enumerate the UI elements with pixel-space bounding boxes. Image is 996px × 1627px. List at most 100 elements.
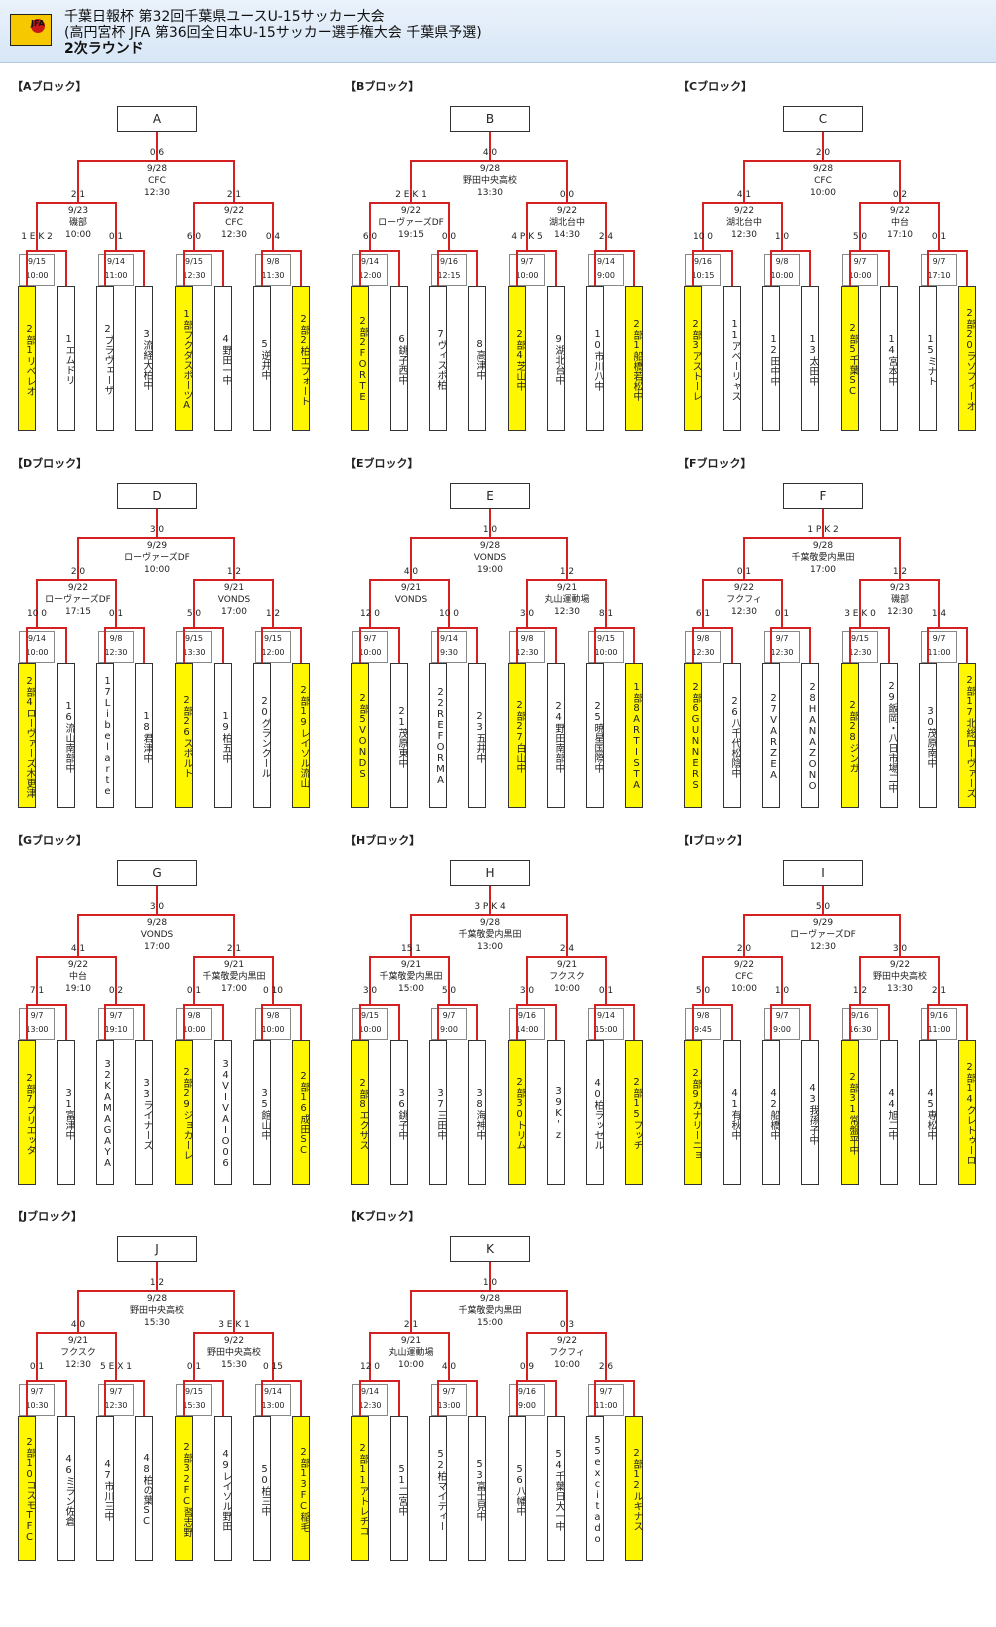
bracket-line <box>566 914 568 958</box>
semi-venue: 湖北台中 <box>725 218 763 228</box>
bracket-line <box>448 956 450 1006</box>
team-4: 33ライナーズ <box>135 1040 153 1185</box>
bracket-line <box>143 1380 145 1416</box>
team-1: 2部2FORTE <box>351 286 369 431</box>
bracket-line <box>516 1004 518 1040</box>
semi-score: 4 0 <box>403 567 419 577</box>
bracket-line <box>594 250 596 286</box>
bracket-line <box>398 1004 400 1040</box>
r1-date: 9/7 <box>30 1011 44 1020</box>
bracket-line <box>233 160 235 204</box>
bracket-line <box>398 1380 400 1416</box>
bracket-line <box>744 160 900 162</box>
bracket-line <box>633 1004 635 1040</box>
bracket-line <box>438 250 477 252</box>
r1-time: 9:30 <box>440 648 458 657</box>
r1-time: 12:15 <box>437 271 461 280</box>
r1-time: 10:30 <box>25 1401 49 1410</box>
bracket-line <box>771 250 810 252</box>
bracket-line <box>184 250 223 252</box>
semi-time: 17:10 <box>887 230 913 240</box>
bracket-line <box>156 509 158 539</box>
team-2: 26八千代松陰中 <box>723 663 741 808</box>
team-2: 6銚子西中 <box>390 286 408 431</box>
final-time: 15:30 <box>144 1318 170 1328</box>
bracket-line <box>36 956 38 1006</box>
bracket-line <box>26 1004 28 1040</box>
semi-time: 19:15 <box>398 230 424 240</box>
team-6: 14宮本中 <box>880 286 898 431</box>
final-date: 9/29 <box>812 918 834 928</box>
r1-date: 9/8 <box>266 1011 280 1020</box>
bracket-line <box>526 1332 528 1382</box>
semi-date: 9/21 <box>400 1336 422 1346</box>
r1-score: 0 1 <box>774 609 790 619</box>
bracket-line <box>489 509 491 539</box>
bracket-line <box>438 627 477 629</box>
bracket-line <box>966 627 968 663</box>
semi-time: 13:30 <box>887 984 913 994</box>
bracket-line <box>105 1004 144 1006</box>
bracket-line <box>26 250 28 286</box>
bracket-line <box>781 956 783 1006</box>
bracket-line <box>516 627 518 663</box>
semi-time: 12:30 <box>221 230 247 240</box>
bracket-line <box>859 579 861 629</box>
bracket-line <box>927 627 929 663</box>
final-date: 9/28 <box>479 164 501 174</box>
bracket-line <box>489 132 491 162</box>
bracket-line <box>105 627 144 629</box>
block-label: 【Iブロック】 <box>678 834 749 847</box>
bracket-line <box>860 956 939 958</box>
team-1: 2部3アストーレ <box>684 286 702 431</box>
r1-time: 12:30 <box>104 1401 128 1410</box>
r1-date: 9/15 <box>361 1011 379 1020</box>
semi-score: 2 4 <box>559 944 575 954</box>
final-time: 13:00 <box>477 942 503 952</box>
r1-date: 9/15 <box>597 634 615 643</box>
semi-date: 9/23 <box>889 583 911 593</box>
r1-score: 5 0 <box>186 609 202 619</box>
bracket-line <box>411 537 567 539</box>
bracket-line <box>743 914 745 958</box>
bracket-line <box>77 537 79 581</box>
r1-score: 8 1 <box>598 609 614 619</box>
r1-date: 9/14 <box>440 634 458 643</box>
r1-score: 3 0 <box>519 986 535 996</box>
block-label: 【Kブロック】 <box>345 1210 420 1223</box>
team-6: 44旭二中 <box>880 1040 898 1185</box>
semi-date: 9/22 <box>733 583 755 593</box>
final-time: 10:00 <box>810 188 836 198</box>
bracket-line <box>77 914 79 958</box>
final-score: 1 2 <box>149 1278 165 1288</box>
semi-score: 3 0 <box>892 944 908 954</box>
semi-venue: 丸山運動場 <box>388 1348 434 1358</box>
bracket-line <box>37 1332 116 1334</box>
semi-venue: 湖北台中 <box>548 218 586 228</box>
bracket-line <box>36 202 38 252</box>
r1-date: 9/7 <box>109 1011 123 1020</box>
bracket-line <box>184 627 223 629</box>
block-label: 【Jブロック】 <box>12 1210 83 1223</box>
r1-score: 0 1 <box>108 609 124 619</box>
r1-time: 16:30 <box>848 1025 872 1034</box>
bracket-line <box>77 1290 79 1334</box>
bracket-line <box>398 250 400 286</box>
bracket-line <box>233 537 235 581</box>
semi-venue: 中台 <box>68 972 88 982</box>
r1-score: 0 15 <box>262 1362 284 1372</box>
bracket-line <box>966 1004 968 1040</box>
semi-date: 9/22 <box>733 206 755 216</box>
semi-score: 4 1 <box>70 944 86 954</box>
final-time: 13:30 <box>477 188 503 198</box>
final-score: 3 0 <box>149 525 165 535</box>
bracket-line <box>771 1004 810 1006</box>
team-2: 51二宮中 <box>390 1416 408 1561</box>
bracket-line <box>476 1380 478 1416</box>
bracket-line <box>115 579 117 629</box>
bracket-line <box>262 1380 301 1382</box>
